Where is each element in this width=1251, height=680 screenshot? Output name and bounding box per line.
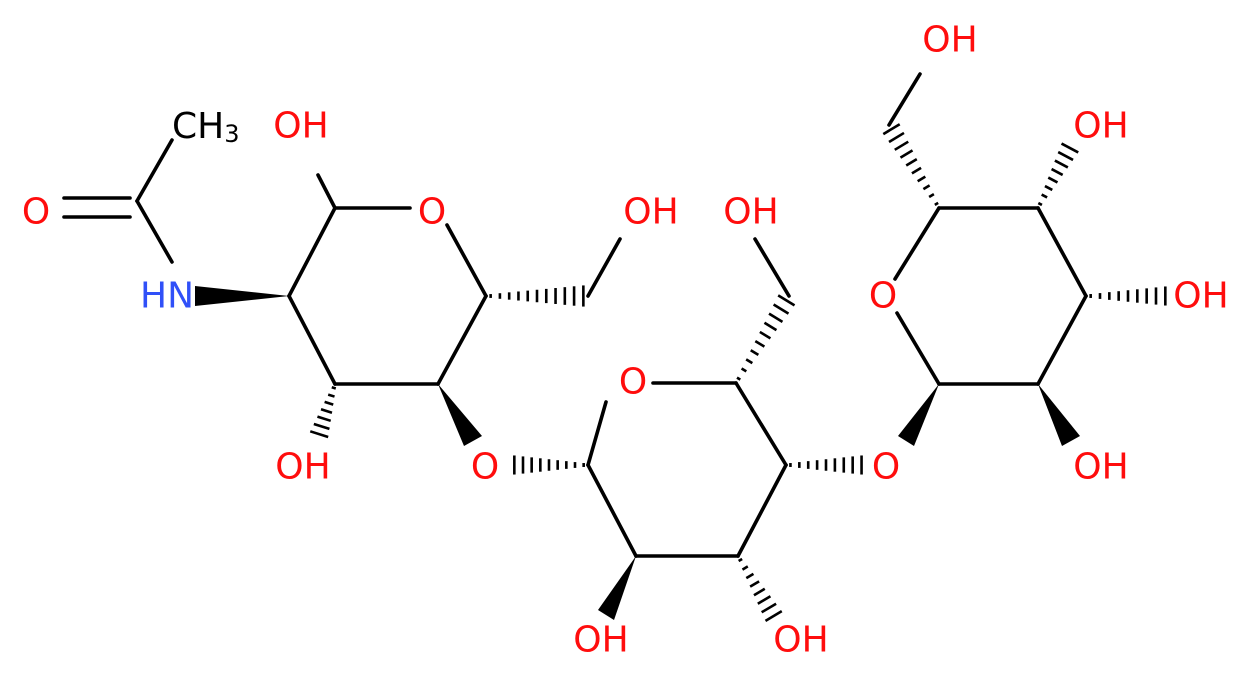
ring2-oxygen-label: O <box>619 362 647 403</box>
hash-bond-ring2-ch2 <box>736 294 796 381</box>
ring2-c2-hydroxyl-label: OH <box>573 620 628 661</box>
ring1-c3-hydroxyl-label: OH <box>275 447 330 488</box>
hash-bond-ring2-c3-oh <box>737 557 783 622</box>
hash-bond-ring3-c4-oh <box>1037 142 1079 207</box>
amide-nh-label: HN <box>140 276 194 317</box>
methyl-label: CH3 <box>172 106 240 149</box>
glycosidic-oxygen-2-label: O <box>872 447 900 488</box>
hash-bonds <box>309 123 1167 622</box>
ring2-hydroxymethyl-label: OH <box>723 192 778 233</box>
ring3-c4-hydroxyl-label: OH <box>1073 106 1128 147</box>
hash-bond-ring1-ch2 <box>489 285 585 307</box>
ring3-c3-hydroxyl-label: OH <box>1173 276 1228 317</box>
hash-bond-ring3-c3-oh <box>1089 286 1167 306</box>
carbonyl-oxygen-label: O <box>22 192 50 233</box>
ring3-oxygen-label: O <box>869 276 897 317</box>
anomeric-hydroxyl-label: OH <box>273 106 328 147</box>
wedge-bonds <box>195 286 1080 620</box>
atom-labels: CH3 O HN OH O OH OH O OH O O OH OH OH O … <box>22 20 1229 661</box>
methyl-label-main: CH <box>172 106 224 147</box>
hash-bond-ring3-ch2 <box>882 123 939 206</box>
hash-bond-ring2-link <box>789 455 863 475</box>
ring2-c3-hydroxyl-label: OH <box>773 620 828 661</box>
ring1-oxygen-label: O <box>418 192 446 233</box>
ring3-c2-hydroxyl-label: OH <box>1073 447 1128 488</box>
methyl-label-subscript: 3 <box>224 120 239 148</box>
hash-bond-ring1-c3-oh <box>309 385 337 439</box>
hash-bond-ring2-anomeric <box>513 455 585 475</box>
single-bonds <box>62 72 1088 558</box>
ring1-hydroxymethyl-label: OH <box>623 192 678 233</box>
glycosidic-oxygen-1-label: O <box>471 447 499 488</box>
ring3-hydroxymethyl-label: OH <box>922 20 977 61</box>
